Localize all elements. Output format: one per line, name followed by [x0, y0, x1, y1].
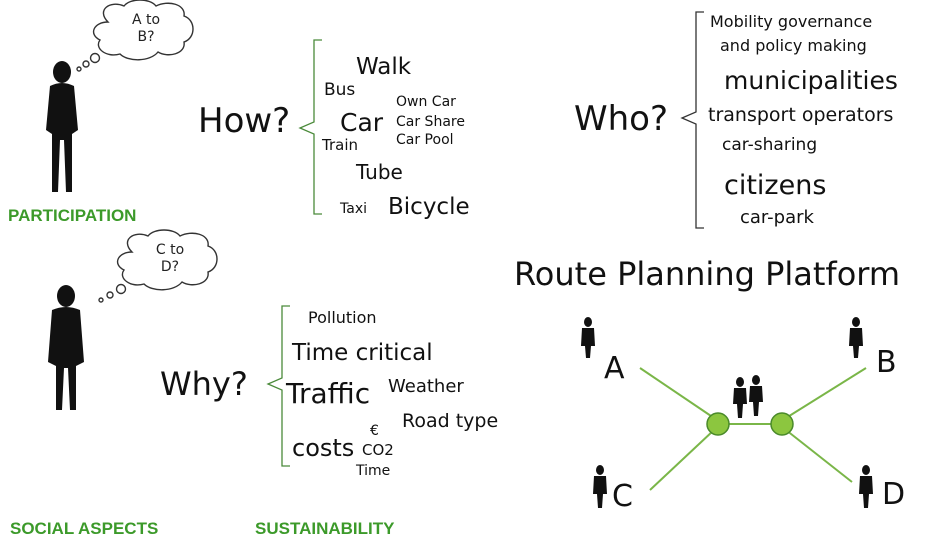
- label-social-aspects: SOCIAL ASPECTS: [10, 519, 159, 538]
- how-item-taxi: Taxi: [340, 201, 367, 217]
- person-icon-c: [593, 465, 607, 508]
- bubble-1-line-1: A to: [131, 12, 161, 28]
- how-item-own-car: Own Car: [396, 94, 456, 110]
- how-item-bicycle: Bicycle: [388, 194, 470, 220]
- why-item-traffic: Traffic: [286, 377, 371, 410]
- brace-who: [680, 11, 704, 229]
- person-silhouette-2: [48, 285, 84, 410]
- network-node-left: [706, 412, 730, 436]
- bubble-2-text: C to D?: [142, 242, 198, 276]
- why-item-euro: €: [370, 423, 379, 439]
- who-item-citizens: citizens: [724, 170, 827, 201]
- question-how: How?: [198, 101, 291, 141]
- why-item-time-critical: Time critical: [292, 340, 433, 366]
- person-icon-b: [849, 317, 863, 358]
- bubble-2-line-2: D?: [160, 259, 180, 275]
- how-item-bus: Bus: [324, 80, 356, 100]
- platform-title: Route Planning Platform: [514, 255, 901, 293]
- bubble-2-line-1: C to: [155, 242, 185, 258]
- who-item-policy-making: and policy making: [720, 36, 867, 55]
- node-label-d: D: [882, 477, 906, 512]
- who-item-car-park: car-park: [740, 207, 814, 228]
- why-item-co2: CO2: [362, 441, 394, 459]
- person-icon-center-1: [733, 377, 747, 418]
- why-item-road-type: Road type: [402, 410, 499, 432]
- who-item-municipalities: municipalities: [724, 66, 898, 95]
- person-icon-a: [581, 317, 595, 358]
- bubble-1-text: A to B?: [118, 12, 174, 46]
- brace-how: [298, 39, 322, 215]
- person-icon-center-2: [749, 375, 763, 416]
- thought-bubble-1: [76, 0, 194, 72]
- question-who: Who?: [574, 99, 669, 139]
- node-label-a: A: [604, 351, 625, 386]
- why-item-pollution: Pollution: [308, 308, 377, 327]
- why-item-weather: Weather: [388, 376, 464, 397]
- how-item-car-pool: Car Pool: [396, 132, 454, 148]
- label-sustainability: SUSTAINABILITY: [255, 519, 395, 538]
- node-label-c: C: [612, 479, 633, 514]
- question-why: Why?: [160, 365, 248, 403]
- why-item-time: Time: [356, 463, 391, 479]
- person-silhouette-1: [46, 61, 78, 192]
- bubble-1-line-2: B?: [137, 29, 155, 45]
- brace-why: [266, 305, 290, 467]
- thought-bubble-2: [98, 229, 218, 303]
- how-item-tube: Tube: [356, 160, 403, 184]
- network-node-right: [770, 412, 794, 436]
- how-item-car: Car: [340, 108, 384, 137]
- label-participation: PARTICIPATION: [8, 206, 137, 225]
- who-item-car-sharing: car-sharing: [722, 135, 818, 155]
- how-item-car-share: Car Share: [396, 114, 465, 130]
- why-item-costs: costs: [292, 434, 355, 462]
- who-item-transport-operators: transport operators: [708, 104, 894, 126]
- person-icon-d: [859, 465, 873, 508]
- network-lines: [639, 367, 867, 491]
- who-item-mobility-governance: Mobility governance: [710, 12, 873, 31]
- how-item-train: Train: [322, 136, 358, 154]
- how-item-walk: Walk: [356, 54, 412, 80]
- node-label-b: B: [876, 345, 897, 380]
